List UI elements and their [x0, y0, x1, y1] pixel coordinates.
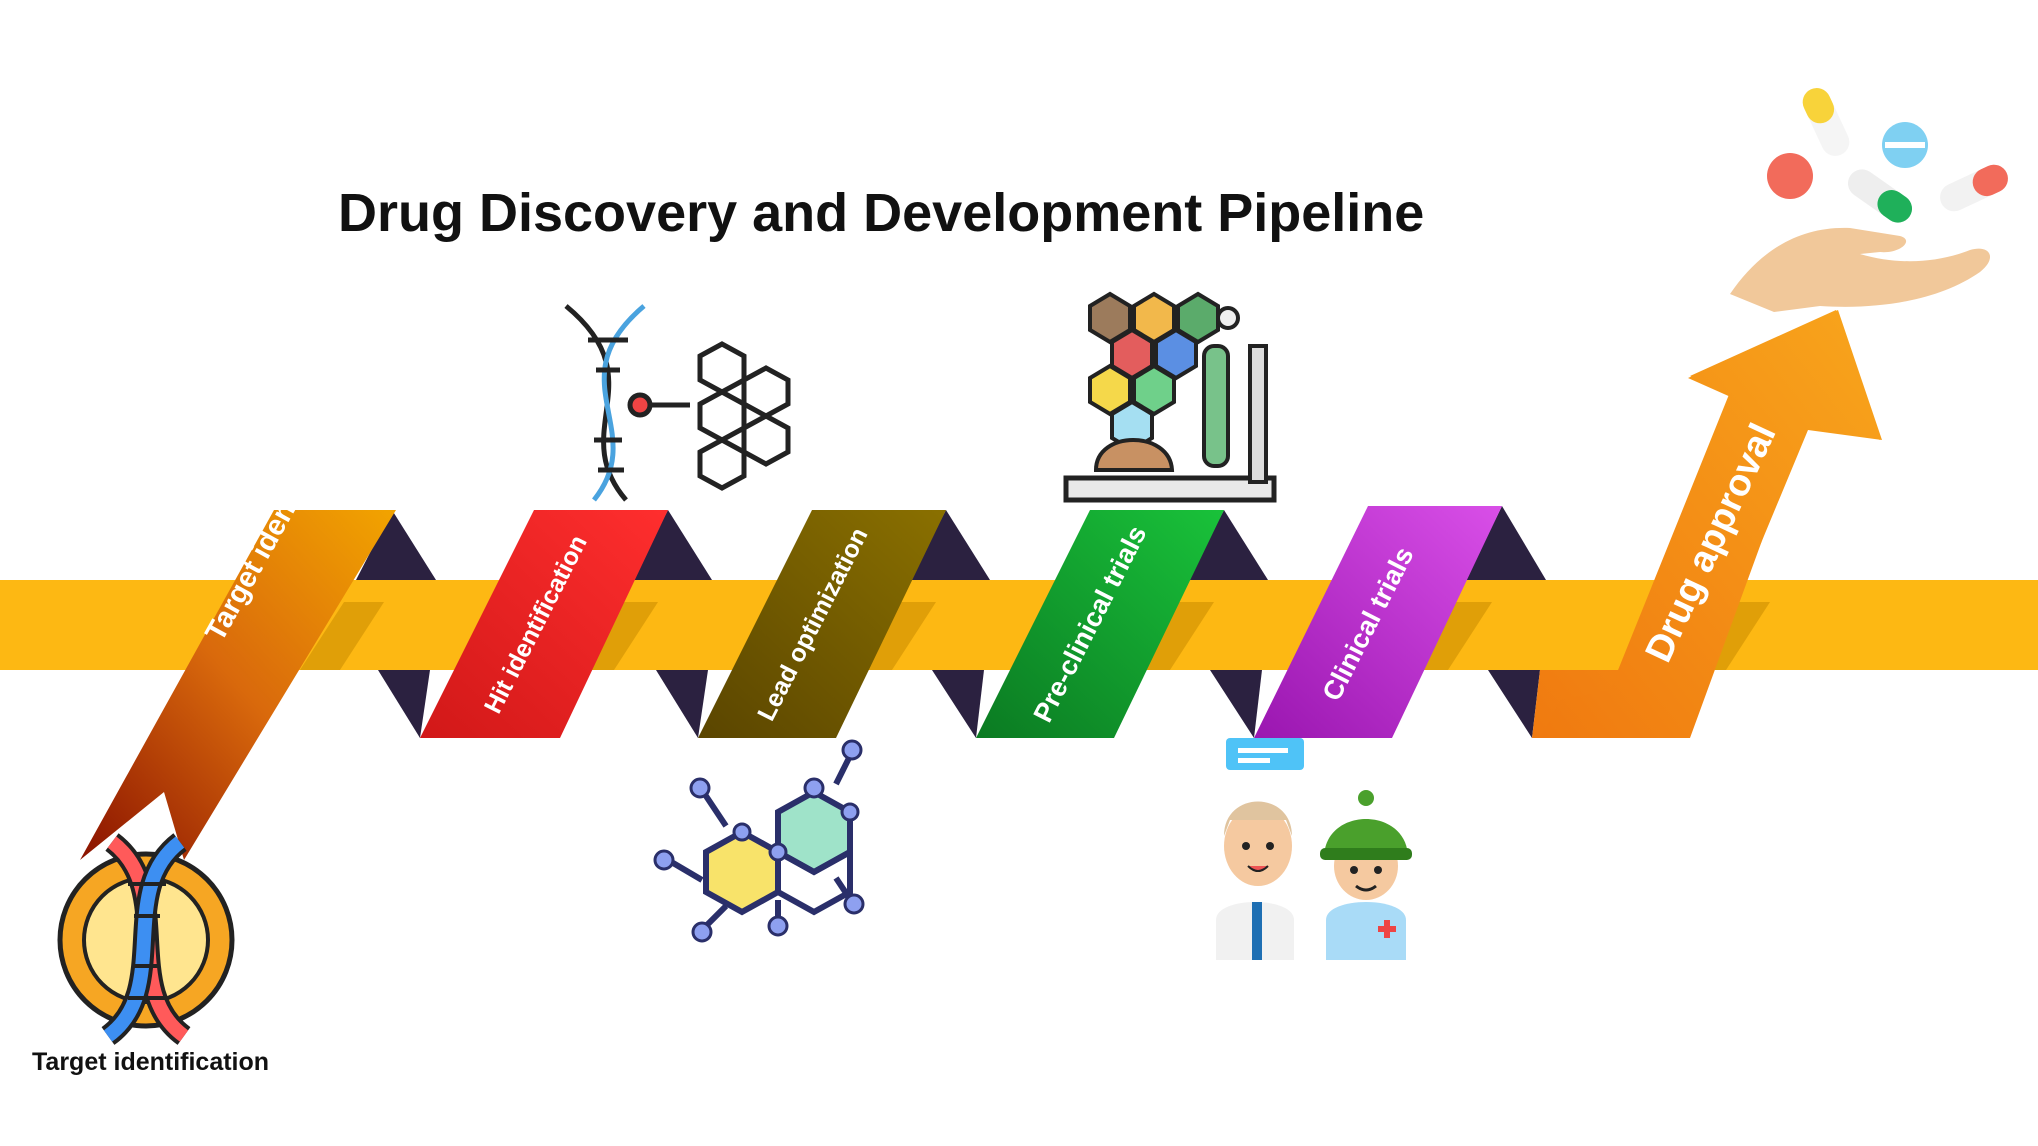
ribbon-shadow	[1488, 670, 1540, 738]
ribbon-shadow	[378, 670, 430, 738]
clinical-ribbon	[1254, 506, 1502, 738]
lead-ribbon	[698, 510, 946, 738]
lab-test-icon	[1063, 291, 1277, 503]
page-title: Drug Discovery and Development Pipeline	[338, 183, 1425, 243]
ribbon-shadow	[932, 670, 984, 738]
ribbon-shadow	[910, 510, 990, 580]
molecule-icon	[653, 739, 865, 943]
dna-target-icon	[57, 833, 235, 1045]
hit-ribbon	[420, 510, 668, 738]
doctor-patient-icon	[1216, 738, 1412, 960]
ribbon-shadow	[1210, 670, 1262, 738]
ribbon-shadow	[656, 670, 708, 738]
target-icon-caption: Target identification	[32, 1048, 270, 1076]
pills-hand-icon	[1730, 88, 2008, 312]
stage-lead-optimization: Lead optimization	[698, 510, 946, 738]
preclinical-ribbon	[976, 510, 1224, 738]
ribbon-shadows	[356, 506, 1546, 738]
drug-approval-arrow	[1540, 310, 1880, 738]
ribbon-shadow	[356, 510, 436, 580]
ribbon-shadow	[1188, 510, 1268, 580]
dna-molecule-icon	[564, 304, 791, 502]
ribbon-shadow	[1466, 506, 1546, 580]
stage-drug-approval: Drug approval	[1532, 310, 1882, 738]
stage-hit-identification: Hit identification	[420, 510, 668, 738]
ribbon-shadow	[632, 510, 712, 580]
target-ribbon	[80, 510, 396, 860]
